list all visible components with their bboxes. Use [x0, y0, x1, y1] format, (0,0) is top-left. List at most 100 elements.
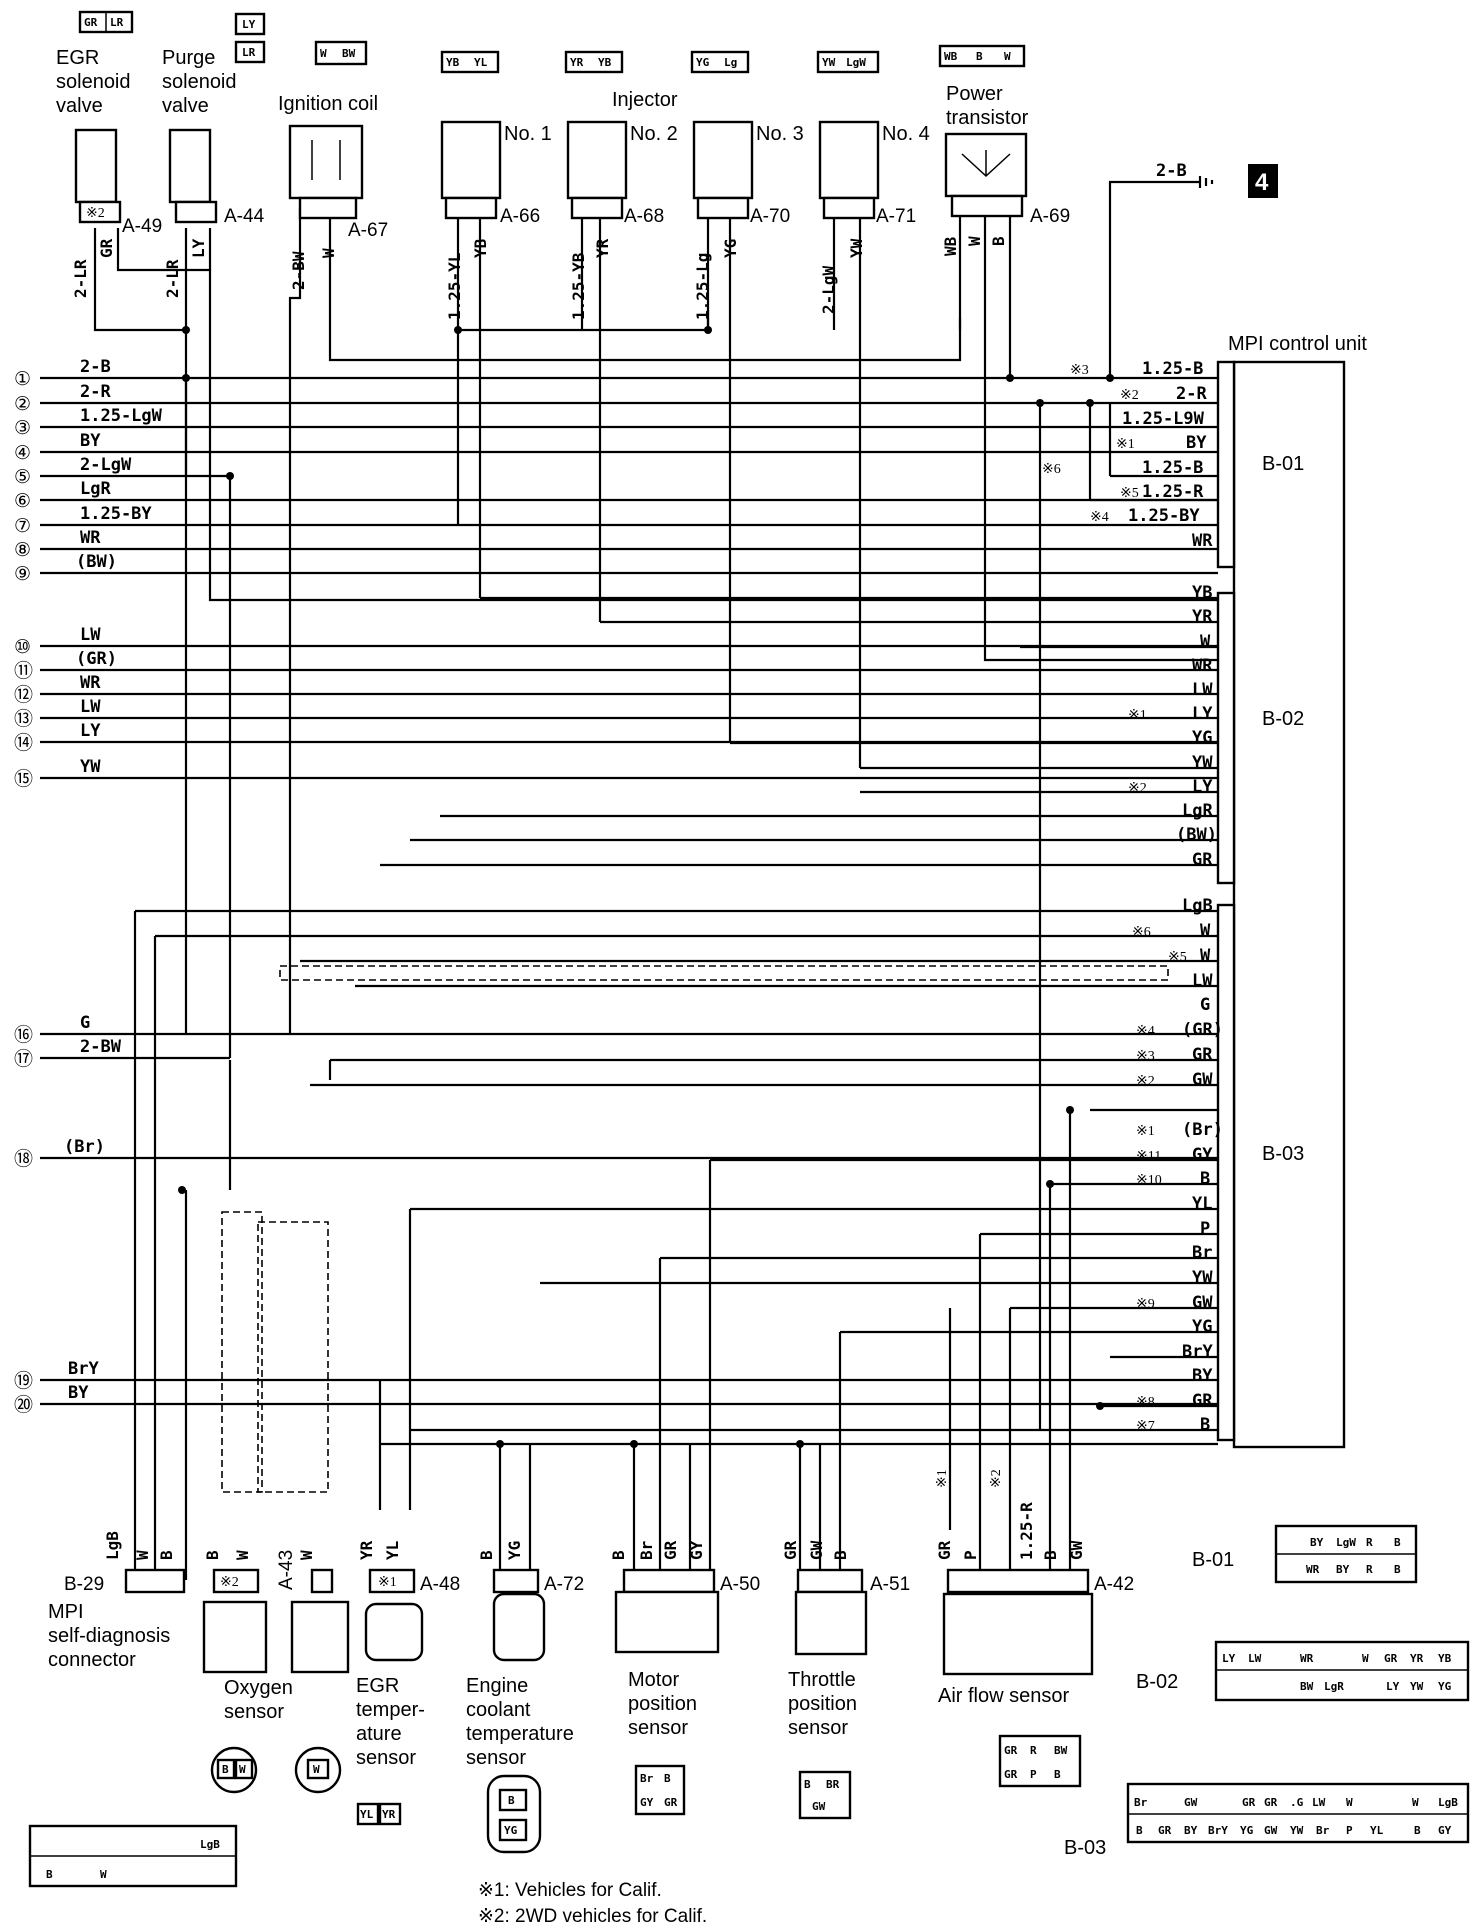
terminal-5-wire: 2-LgW [80, 455, 132, 475]
b03-view-bot-7: YW [1290, 1824, 1304, 1837]
b03-view-top-7: W [1346, 1796, 1353, 1809]
b02-wire-10: LgR [1182, 801, 1213, 821]
b03-wire-20: GR [1192, 1391, 1213, 1411]
tps-id: A-51 [870, 1574, 910, 1595]
b01-wire-1: 1.25-B [1142, 359, 1203, 379]
b03-wire-1: LgB [1182, 896, 1213, 916]
afs-mark-2: ※2 [989, 1469, 1004, 1488]
b03-wire-13: P [1200, 1219, 1210, 1239]
b03-view-bot-10: YL [1370, 1824, 1384, 1837]
b02-view-bot-1: BW [1300, 1680, 1314, 1693]
terminal-9: ⑨ [14, 564, 31, 585]
b03-view-top-1: Br [1134, 1796, 1148, 1809]
b02-view-bot-4: YW [1410, 1680, 1424, 1693]
motor-position-sensor: B Br GR GY A-50 Motor position sensor Br… [609, 1540, 760, 1816]
injector-4-id: A-71 [876, 206, 916, 227]
pt-wire-1: WB [941, 236, 960, 256]
coil-id: A-67 [348, 220, 388, 241]
mps-wire-4: GY [687, 1540, 706, 1560]
b01-view-bot-1: WR [1306, 1563, 1320, 1576]
mps-wire-3: GR [661, 1540, 680, 1560]
afs-wire-4: B [1041, 1550, 1060, 1560]
mps-name-2: position [628, 1693, 697, 1715]
b02-view-bot-5: YG [1438, 1680, 1452, 1693]
b03-view-bot-4: BrY [1208, 1824, 1228, 1837]
b02-wire-6: LY [1192, 704, 1213, 724]
egrt-pin-1: YL [360, 1808, 374, 1821]
b29-view-pin-1: LgB [200, 1838, 220, 1851]
b03-wire-11: B [1200, 1169, 1210, 1189]
afs-wire-5: GW [1067, 1540, 1086, 1560]
b02-view-label: B-02 [1136, 1671, 1178, 1693]
ground-reference: 2-B 4 [1156, 161, 1278, 198]
b02-view-top-2: LW [1248, 1652, 1262, 1665]
pt-wire-3: B [989, 236, 1008, 246]
b03-mark-21: ※7 [1136, 1419, 1155, 1434]
coil-wire-1: 2-BW [289, 251, 308, 290]
coolant-wire-1: B [477, 1550, 496, 1560]
terminal-7: ⑦ [14, 516, 31, 537]
b03-view-bot-3: BY [1184, 1824, 1198, 1837]
mps-pin-2: B [664, 1772, 671, 1785]
b02-view-top-6: YR [1410, 1652, 1424, 1665]
b03-wire-21: B [1200, 1415, 1210, 1435]
purge-pin-1: LY [242, 18, 256, 31]
egr-name-2: solenoid [56, 71, 131, 93]
b03-wire-4: LW [1192, 971, 1213, 991]
throttle-position-sensor: GR GW B A-51 Throttle position sensor B … [781, 1540, 910, 1820]
tps-wire-2: GW [807, 1540, 826, 1560]
b02-wire-7: YG [1192, 728, 1212, 748]
tps-wire-3: B [831, 1550, 850, 1560]
coolant-name-2: coolant [466, 1699, 531, 1721]
coolant-name-4: sensor [466, 1747, 526, 1769]
b01-mark-5: ※6 [1042, 462, 1061, 477]
afs-wire-1: GR [935, 1540, 954, 1560]
tps-name-2: position [788, 1693, 857, 1715]
pt-name-1: Power [946, 83, 1003, 105]
injector-4-label: No. 4 [882, 123, 930, 145]
afs-pin-6: B [1054, 1768, 1061, 1781]
b03-view-bot-2: GR [1158, 1824, 1172, 1837]
b02-mark-6: ※1 [1128, 708, 1147, 723]
o2-id: A-43 [276, 1550, 297, 1590]
purge-wire-2: LY [189, 238, 208, 258]
diag-wire-3: B [157, 1550, 176, 1560]
afs-pin-2: R [1030, 1744, 1037, 1757]
b29-view-pin-3: W [100, 1868, 107, 1881]
o2-note: ※2 [220, 1575, 239, 1590]
egrt-name-2: temper- [356, 1699, 425, 1721]
purge-solenoid-valve: Purge solenoid valve A-44 2-LR LY [162, 47, 265, 298]
terminal-15: ⑮ [14, 768, 33, 790]
inj1-pin-2: YL [474, 56, 488, 69]
b01-wire-3: 1.25-L9W [1122, 409, 1205, 429]
afs-pin-5: P [1030, 1768, 1037, 1781]
injector-1-label: No. 1 [504, 123, 552, 145]
terminal-9-wire: (BW) [76, 552, 117, 572]
egrt-wire-1: YR [357, 1540, 376, 1560]
diag-name-2: self-diagnosis [48, 1625, 170, 1647]
b01-wire-7: 1.25-BY [1128, 506, 1200, 526]
b01-mark-7: ※4 [1090, 510, 1109, 525]
injector-2-wire-2: YR [593, 238, 612, 258]
b03-label: B-03 [1262, 1143, 1304, 1165]
o2-wire-2: W [233, 1550, 252, 1560]
inj3-pin-2: Lg [724, 56, 737, 69]
afs-wire-3: 1.25-R [1017, 1502, 1036, 1560]
terminal-18: ⑱ [14, 1148, 33, 1170]
b03-view-bot-8: Br [1316, 1824, 1330, 1837]
terminal-16-wire: G [80, 1013, 90, 1033]
mpi-control-unit: MPI control unit B-01 B-02 B-03 [1216, 333, 1367, 1449]
tps-wire-1: GR [781, 1540, 800, 1560]
terminal-17-wire: 2-BW [80, 1037, 122, 1057]
terminal-20-wire: BY [68, 1383, 89, 1403]
inj2-pin-1: YR [570, 56, 584, 69]
coolant-wire-2: YG [505, 1541, 524, 1560]
b03-mark-3: ※5 [1168, 950, 1187, 965]
mps-pin-1: Br [640, 1772, 654, 1785]
diag-id: B-29 [64, 1574, 104, 1595]
terminal-12: ⑫ [14, 684, 33, 706]
mps-wire-2: Br [637, 1541, 656, 1560]
injector-1-wire-1: 1.25-YL [445, 253, 464, 320]
power-transistor: Power transistor A-69 WB W B [941, 83, 1070, 256]
diag-wire-1: LgB [103, 1531, 122, 1560]
